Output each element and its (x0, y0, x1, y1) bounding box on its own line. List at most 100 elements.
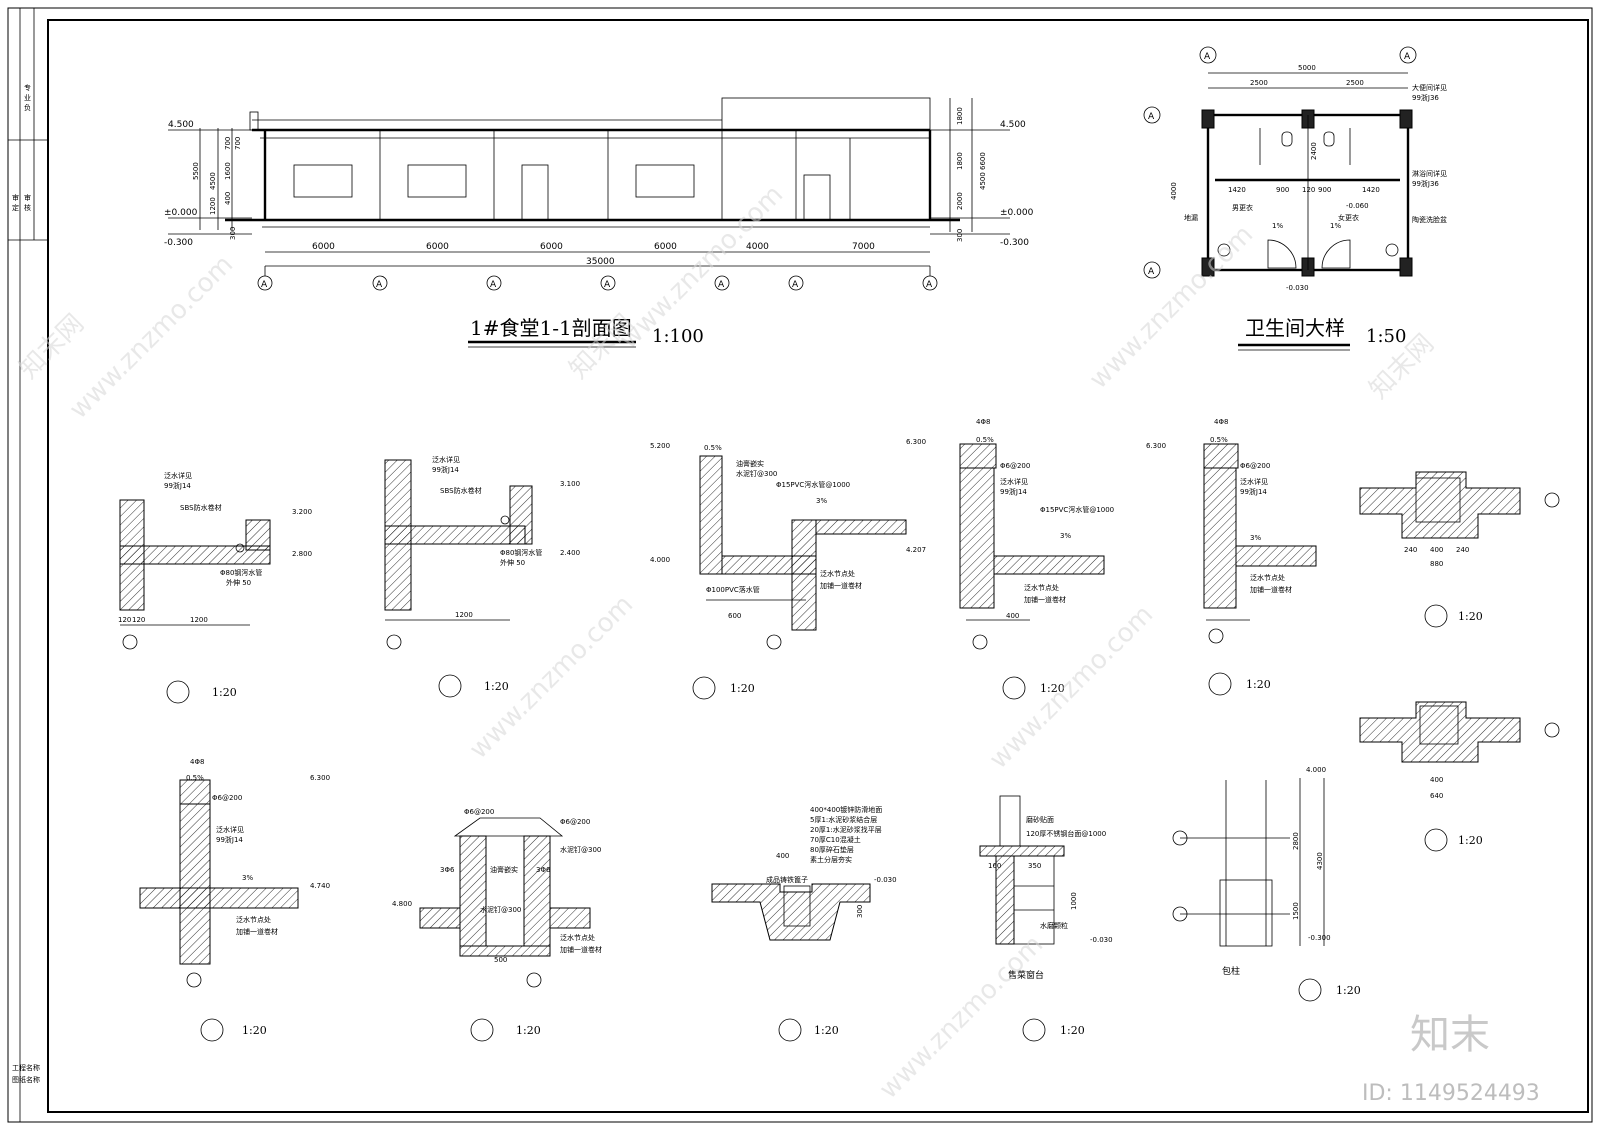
detail-12: 640 400 1:20 (1359, 701, 1560, 852)
d3-note-6: 泛水节点处 (820, 569, 855, 578)
tb-col1-1: 专 (24, 83, 31, 92)
toilet-note-4: 99浙J36 (1412, 179, 1439, 188)
d7-note-3: Φ6@200 (212, 794, 242, 802)
sec-total-dim: 35000 (586, 257, 615, 267)
d3-note-4: Φ15PVC泻水管@1000 (776, 480, 850, 489)
sec-axis-7: A (926, 280, 933, 290)
d5-note-8: 加铺一道卷材 (1250, 585, 1292, 594)
toilet-height: 4000 (1170, 182, 1178, 200)
sec-right-dim-5: 4500 (979, 172, 987, 190)
sec-right-elev-2: ±0.000 (1000, 208, 1034, 218)
d5-note-1: 4Φ8 (1214, 418, 1228, 426)
d8-note-5: 3Φ6 (536, 866, 551, 874)
sec-left-dim-2: 4500 (209, 172, 217, 190)
d6-dim-2: 400 (1430, 546, 1443, 554)
d3-level-1: 5.200 (650, 442, 670, 450)
d1-level-2: 2.800 (292, 550, 312, 558)
section-title: 1#食堂1-1剖面图 (470, 316, 632, 340)
d1-note-3: SBS防水卷材 (180, 503, 222, 512)
d10-note-1: 磨砂贴面 (1026, 815, 1054, 824)
d1-dim-1: 1200 (190, 616, 208, 624)
detail-8: Φ6@200 Φ6@200 水泥钉@300 3Φ6 3Φ6 油膏嵌实 水泥钉@3… (392, 808, 602, 1042)
tb-col2-2: 定 (12, 203, 19, 212)
d4-note-6: Φ15PVC泻水管@1000 (1040, 505, 1114, 514)
d8-note-1: Φ6@200 (464, 808, 494, 816)
detail-9: 400*400镀锌防滑地面 5厚1:水泥砂浆结合层 20厚1:水泥砂浆找平层 7… (711, 805, 897, 1042)
toilet-note-5: 地漏 (1184, 213, 1198, 222)
sec-right-elev-1: 4.500 (1000, 120, 1026, 130)
d1-note-5: 外伸 50 (226, 578, 251, 587)
sec-axis-1: A (261, 280, 268, 290)
d8-note-4: 3Φ6 (440, 866, 455, 874)
d6-dim-4: 880 (1430, 560, 1443, 568)
watermark-brand-1: 知末网 (14, 309, 90, 385)
d10-dim-1: 160 (988, 862, 1001, 870)
toilet-axis-2: A (1404, 52, 1411, 62)
d12-dim-2: 400 (1430, 776, 1443, 784)
sec-left-dim-8: 400 (224, 192, 232, 205)
d8-dim-1: 500 (494, 956, 507, 964)
sec-right-dim-1: 1800 (956, 107, 964, 125)
d8-scale: 1:20 (516, 1024, 541, 1037)
watermark-site-6: www.znzmo.com (874, 930, 1049, 1105)
d11-caption: 包柱 (1222, 965, 1240, 977)
tb-col1-3: 负 (24, 103, 31, 112)
d3-note-2: 油膏嵌实 (736, 459, 764, 468)
tb-col2-3: 审 (24, 193, 31, 202)
watermark-site-4: www.znzmo.com (464, 590, 639, 765)
sec-right-dim-4: 6600 (979, 152, 987, 170)
d7-note-1: 4Φ8 (190, 758, 204, 766)
tb-col2-1: 审 (12, 193, 19, 202)
sec-left-dim-5: 700 (224, 137, 232, 150)
inner-frame (47, 19, 1589, 1113)
d10-note-2: 120厚不锈钢台面@1000 (1026, 829, 1106, 838)
d10-dim-2: 350 (1028, 862, 1041, 870)
d3-note-7: 加铺一道卷材 (820, 581, 862, 590)
d3-level-2: 4.000 (650, 556, 670, 564)
d4-note-4: 泛水详见 (1000, 477, 1028, 486)
d8-note-7: 水泥钉@300 (480, 905, 521, 914)
d4-level-1: 6.300 (906, 438, 926, 446)
d4-scale: 1:20 (1040, 682, 1065, 695)
sec-bay-3: 6000 (540, 242, 563, 252)
d4-note-9: 加铺一道卷材 (1024, 595, 1066, 604)
d9-note-6: 素土分层夯实 (810, 855, 852, 864)
d2-note-3: SBS防水卷材 (440, 486, 482, 495)
d2-level-2: 2.400 (560, 549, 580, 557)
toilet-mid-3: 120 (1302, 186, 1315, 194)
d1-dim-2: 120 (118, 616, 131, 624)
d1-note-2: 99浙J14 (164, 481, 191, 490)
d7-note-2: 0.5% (186, 774, 204, 782)
outer-border (7, 7, 1593, 1123)
d5-level-1: 6.300 (1146, 442, 1166, 450)
d7-note-5: 99浙J14 (216, 835, 243, 844)
brand-logo: 知末 (1410, 1012, 1490, 1058)
sec-bay-5: 4000 (746, 242, 769, 252)
title-block: 专 业 负 审 定 审 核 工程名称 图纸名称 (8, 8, 48, 1122)
d5-note-3: Φ6@200 (1240, 462, 1270, 470)
d7-note-7: 泛水节点处 (236, 915, 271, 924)
toilet-mid-2: 900 (1276, 186, 1289, 194)
d3-scale: 1:20 (730, 682, 755, 695)
toilet-mid-1: 1420 (1228, 186, 1246, 194)
d9-note-2: 5厚1:水泥砂浆结合层 (810, 815, 877, 824)
d2-note-2: 99浙J14 (432, 465, 459, 474)
d8-note-8: 泛水节点处 (560, 933, 595, 942)
d3-dim-1: 600 (728, 612, 741, 620)
d4-note-7: 3% (1060, 532, 1071, 540)
d1-dim-3: 120 (132, 616, 145, 624)
d8-note-6: 油膏嵌实 (490, 865, 518, 874)
d7-note-4: 泛水详见 (216, 825, 244, 834)
sec-right-dim-3: 2000 (956, 192, 964, 210)
d7-scale: 1:20 (242, 1024, 267, 1037)
d4-note-2: 0.5% (976, 436, 994, 444)
d8-note-3: 水泥钉@300 (560, 845, 601, 854)
sec-left-elev-2: ±0.000 (164, 208, 198, 218)
d9-note-5: 80厚碎石垫层 (810, 845, 854, 854)
toilet-slope-1: 1% (1272, 222, 1283, 230)
image-id: ID: 1149524493 (1362, 1081, 1540, 1106)
toilet-top-total: 5000 (1298, 64, 1316, 72)
d12-scale: 1:20 (1458, 834, 1483, 847)
d6-dim-3: 240 (1456, 546, 1469, 554)
d1-note-1: 泛水详见 (164, 471, 192, 480)
